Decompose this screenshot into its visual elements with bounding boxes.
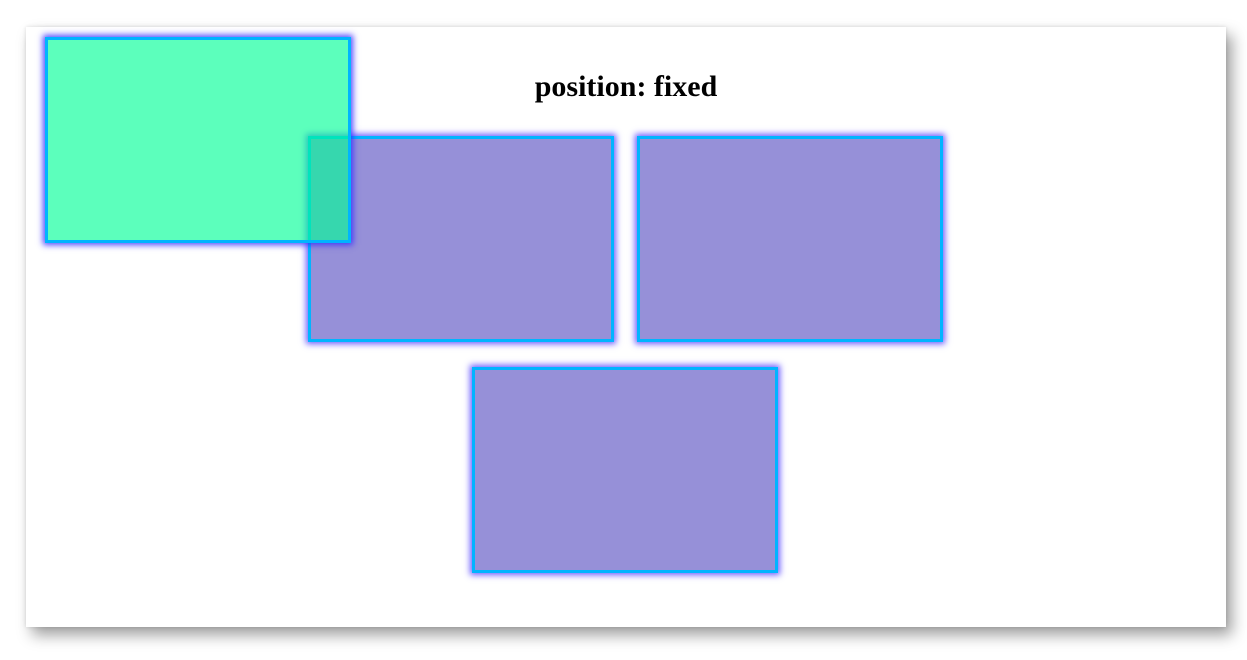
static-box-1 xyxy=(308,136,614,342)
static-box-2 xyxy=(637,136,943,342)
page-title: position: fixed xyxy=(534,70,718,103)
static-box-3 xyxy=(472,367,778,573)
page-viewport: position: fixed xyxy=(26,27,1226,627)
fixed-position-box xyxy=(45,37,351,243)
